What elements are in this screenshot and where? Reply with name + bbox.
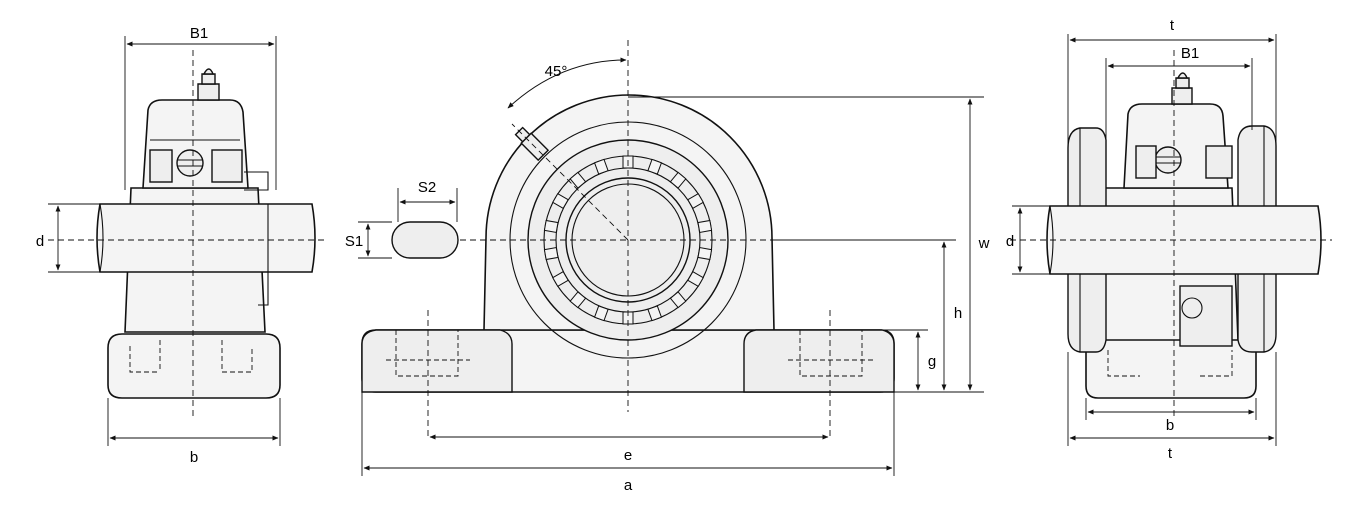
roller	[687, 192, 704, 210]
roller	[669, 171, 687, 189]
label-left-d: d	[36, 233, 44, 250]
label-w: w	[978, 235, 990, 252]
label-g: g	[928, 353, 936, 370]
front-view	[358, 40, 984, 476]
roller	[543, 246, 559, 261]
roller	[569, 171, 587, 189]
roller	[569, 291, 587, 309]
label-a: a	[624, 477, 633, 494]
roller	[697, 246, 713, 261]
label-e: e	[624, 447, 632, 464]
label-left-b1: B1	[190, 25, 208, 42]
label-angle-45: 45°	[545, 63, 568, 80]
roller	[647, 305, 663, 322]
label-right-t-top: t	[1170, 17, 1175, 34]
label-right-t-bottom: t	[1168, 445, 1173, 462]
roller	[669, 291, 687, 309]
left-side-view	[48, 36, 326, 446]
roller	[647, 158, 663, 175]
label-right-b1: B1	[1181, 45, 1199, 62]
roller	[552, 270, 569, 288]
roller	[593, 158, 609, 175]
roller	[593, 305, 609, 322]
roller	[543, 219, 559, 234]
label-slot-s2: S2	[418, 179, 436, 196]
roller	[552, 192, 569, 210]
label-left-b: b	[190, 449, 198, 466]
roller	[687, 270, 704, 288]
label-right-d: d	[1006, 233, 1014, 250]
right-side-view	[1010, 34, 1332, 446]
label-right-b: b	[1166, 417, 1174, 434]
label-slot-s1: S1	[345, 233, 363, 250]
dimension-labels: B1 b d S2 S1 45° e a w h g t B1 d b t	[36, 17, 1199, 494]
roller	[697, 219, 713, 234]
label-h: h	[954, 305, 962, 322]
